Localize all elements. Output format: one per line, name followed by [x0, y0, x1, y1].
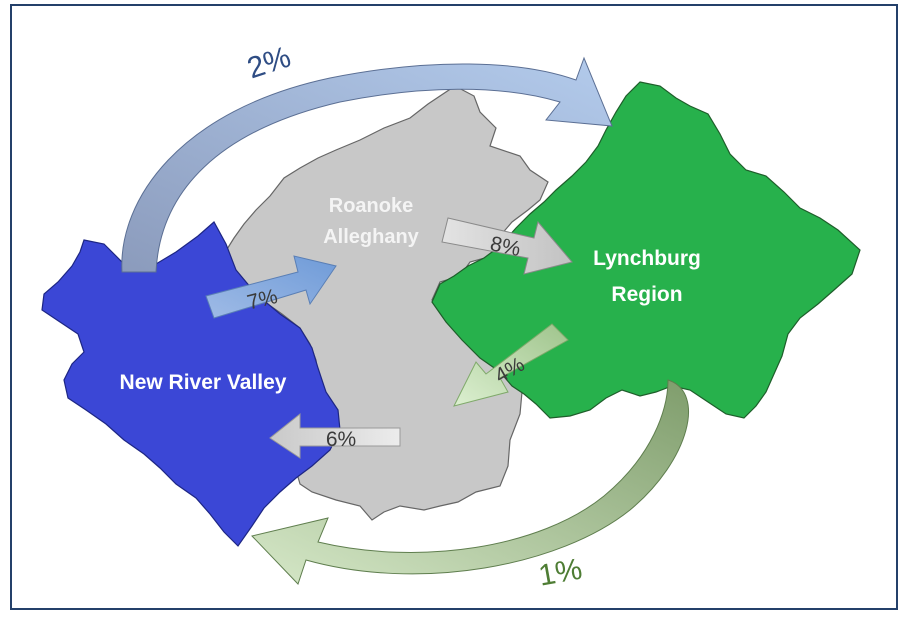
roanoke-label-line2: Alleghany — [323, 226, 419, 248]
flow-arrow-nrv-to-roanoke — [205, 255, 337, 319]
lynchburg-label-line1: Lynchburg — [593, 247, 701, 270]
flow-arrow-lynchburg-to-roanoke — [453, 323, 569, 407]
new-river-valley-region — [41, 221, 341, 547]
flow-arrow-nrv-to-lynchburg — [121, 56, 613, 273]
roanoke-label-line1: Roanoke — [329, 195, 413, 217]
new-river-valley-label: New River Valley — [120, 371, 287, 394]
flow-label-1pct: 1% — [536, 553, 584, 593]
flow-arrow-roanoke-to-nrv — [269, 412, 401, 459]
flow-arrow-roanoke-to-lynchburg — [441, 217, 573, 275]
lynchburg-label-line2: Region — [611, 283, 682, 306]
flow-label-6pct: 6% — [326, 428, 356, 451]
flow-label-2pct: 2% — [243, 41, 294, 86]
flow-arrow-lynchburg-to-nrv — [251, 379, 690, 585]
